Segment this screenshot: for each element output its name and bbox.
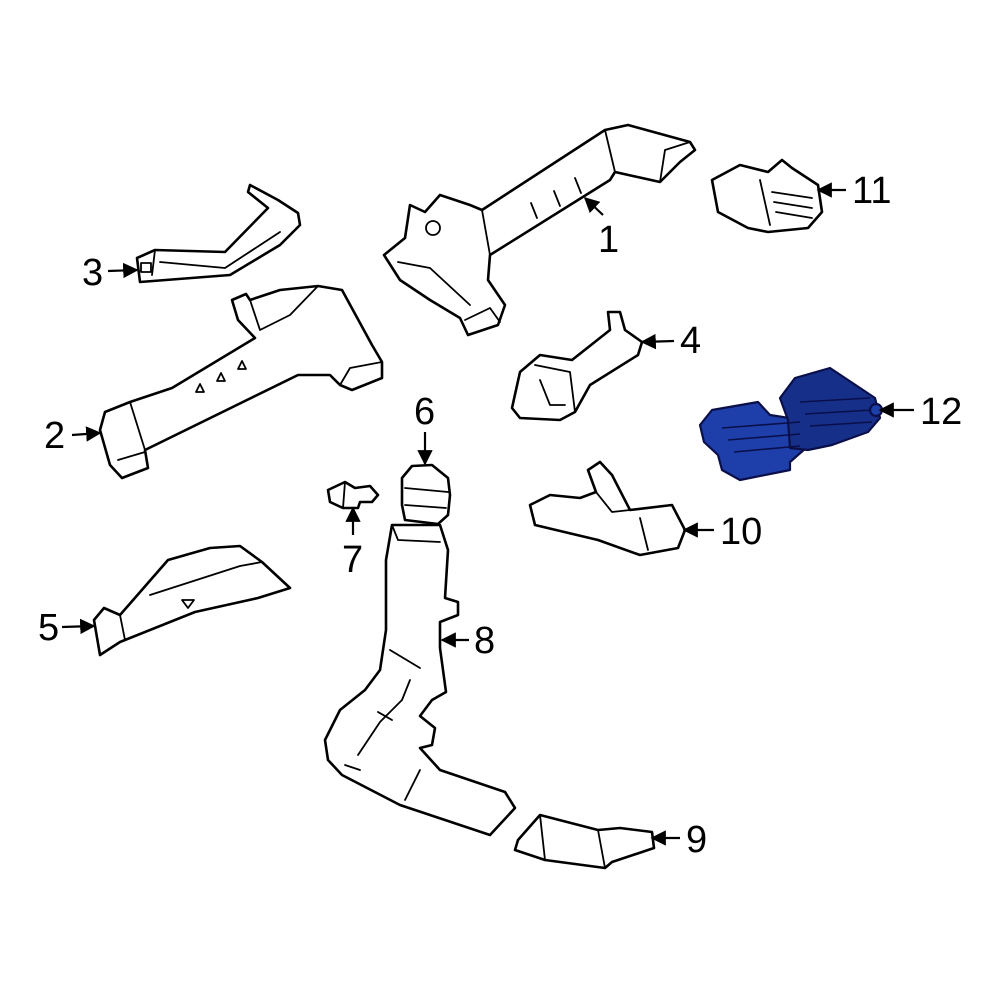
leader-1 (583, 196, 604, 216)
part-5-duct[interactable] (92, 544, 292, 657)
part-11-vent[interactable] (710, 158, 824, 234)
leader-4 (640, 333, 675, 350)
part-10-duct[interactable] (528, 460, 687, 557)
callout-5: 5 (38, 607, 59, 649)
leader-3 (107, 262, 139, 279)
part-2-duct[interactable] (98, 284, 384, 480)
callout-8: 8 (474, 620, 495, 662)
part-12-vent-assembly[interactable] (698, 366, 884, 482)
callout-7: 7 (342, 539, 363, 581)
callout-4: 4 (680, 320, 701, 362)
part-7-clip[interactable] (326, 480, 380, 510)
leader-2 (71, 426, 102, 442)
leader-5 (61, 618, 96, 635)
part-12-left-section (698, 400, 808, 482)
callout-12: 12 (920, 391, 962, 433)
part-4-duct[interactable] (510, 310, 644, 422)
part-12-right-section (778, 366, 882, 452)
part-8-duct[interactable] (323, 523, 517, 837)
callout-3: 3 (82, 252, 103, 294)
callout-10: 10 (720, 511, 762, 553)
callout-9: 9 (686, 819, 707, 861)
callout-11: 11 (852, 170, 891, 212)
part-6-adapter[interactable] (400, 463, 452, 526)
part-9-duct[interactable] (513, 813, 656, 870)
callout-6: 6 (414, 391, 435, 433)
part-3-duct[interactable] (135, 183, 302, 284)
callout-1: 1 (598, 219, 619, 261)
callout-2: 2 (44, 415, 65, 457)
part-1-duct[interactable] (382, 123, 697, 337)
